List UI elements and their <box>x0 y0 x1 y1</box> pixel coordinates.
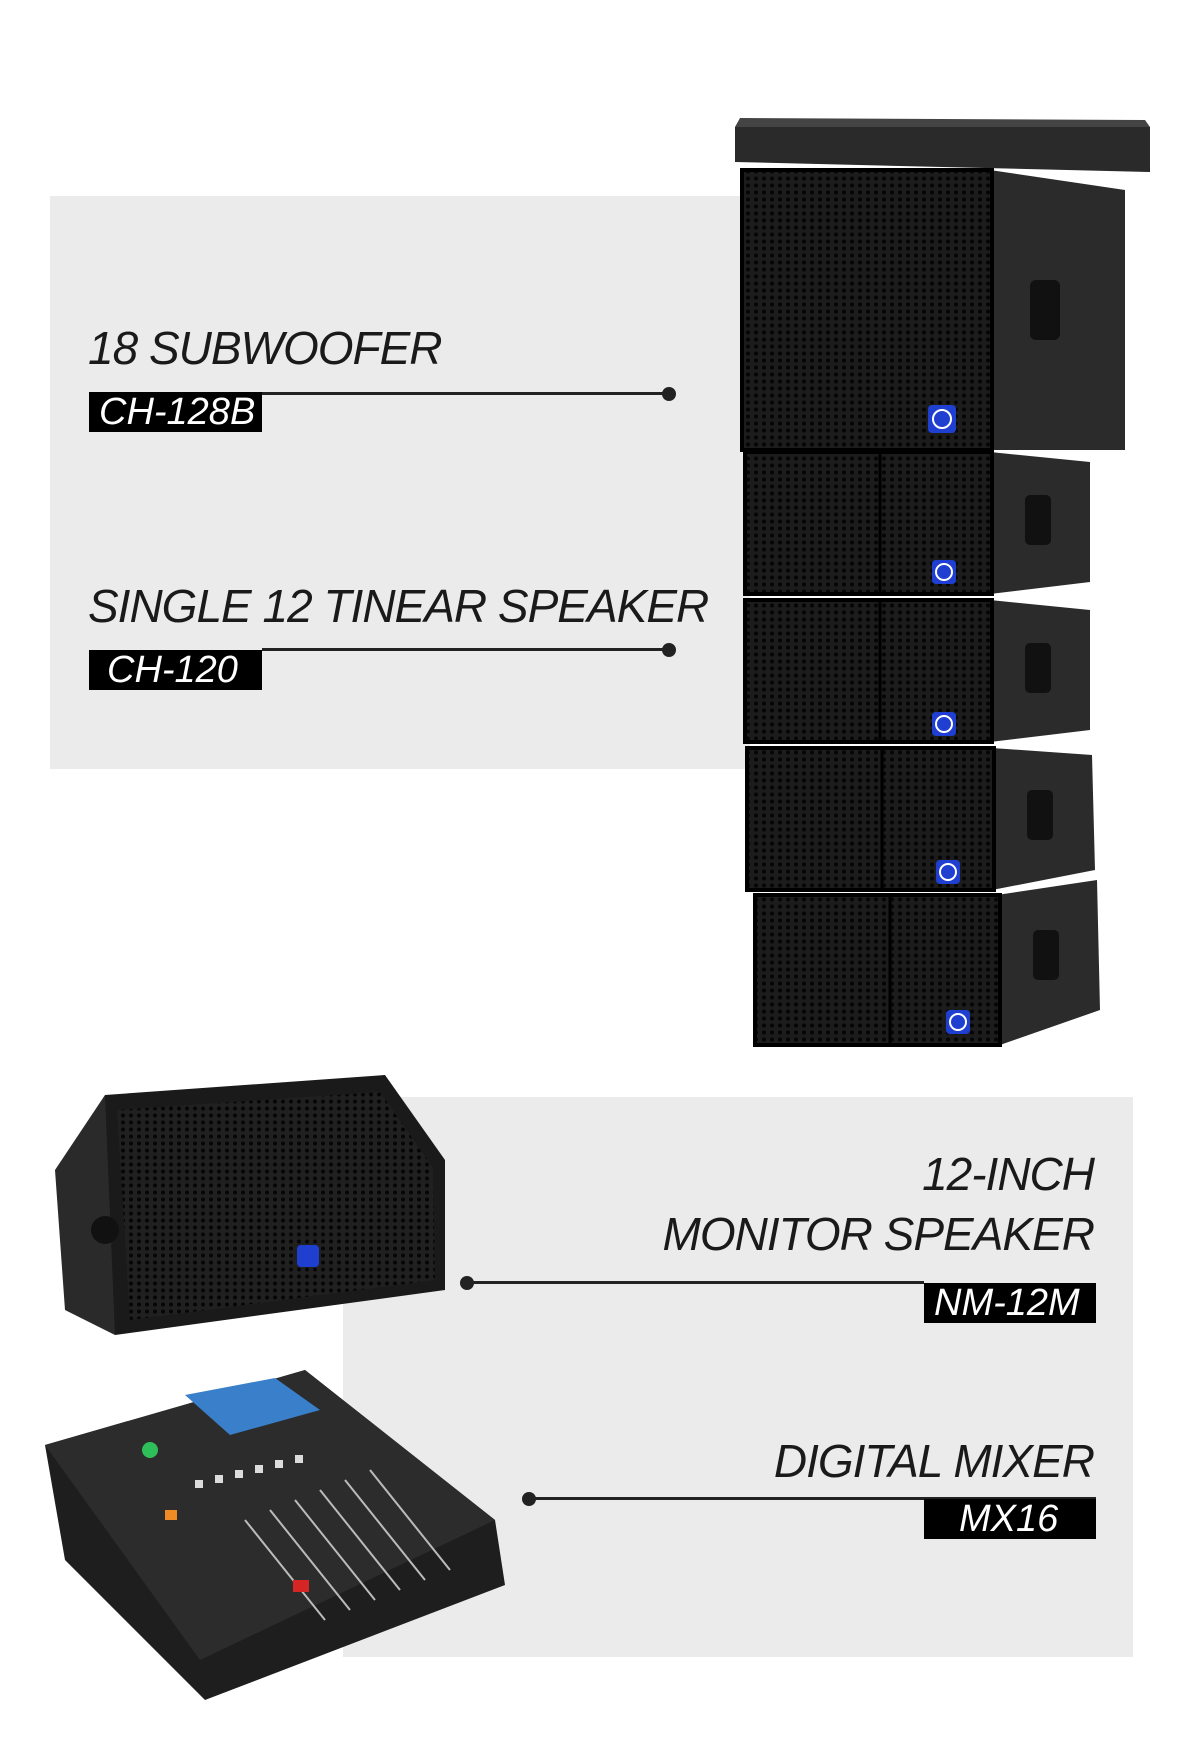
leader-line <box>467 1281 924 1284</box>
leader-dot <box>662 643 676 657</box>
model-tag-subwoofer: CH-128B <box>89 392 262 432</box>
product-title-line-array: SINGLE 12 TINEAR SPEAKER <box>88 580 709 632</box>
monitor-speaker-image <box>55 1075 445 1335</box>
product-title-monitor-line1: 12-INCH <box>922 1148 1095 1200</box>
digital-mixer-image <box>45 1370 505 1700</box>
model-tag-monitor: NM-12M <box>924 1283 1096 1323</box>
leader-dot <box>662 387 676 401</box>
model-tag-line-array: CH-120 <box>89 650 262 690</box>
product-title-mixer: DIGITAL MIXER <box>773 1435 1095 1487</box>
leader-line <box>262 648 667 651</box>
leader-line <box>262 392 667 395</box>
product-title-monitor-line2: MONITOR SPEAKER <box>662 1208 1095 1260</box>
model-tag-mixer: MX16 <box>924 1499 1096 1539</box>
brand-badge-icon <box>932 560 956 584</box>
brand-badge-icon <box>928 405 956 433</box>
product-title-subwoofer: 18 SUBWOOFER <box>88 322 443 374</box>
leader-line <box>529 1497 1096 1500</box>
brand-badge-icon <box>936 860 960 884</box>
brand-badge-icon <box>932 712 956 736</box>
brand-badge-icon <box>946 1010 970 1034</box>
